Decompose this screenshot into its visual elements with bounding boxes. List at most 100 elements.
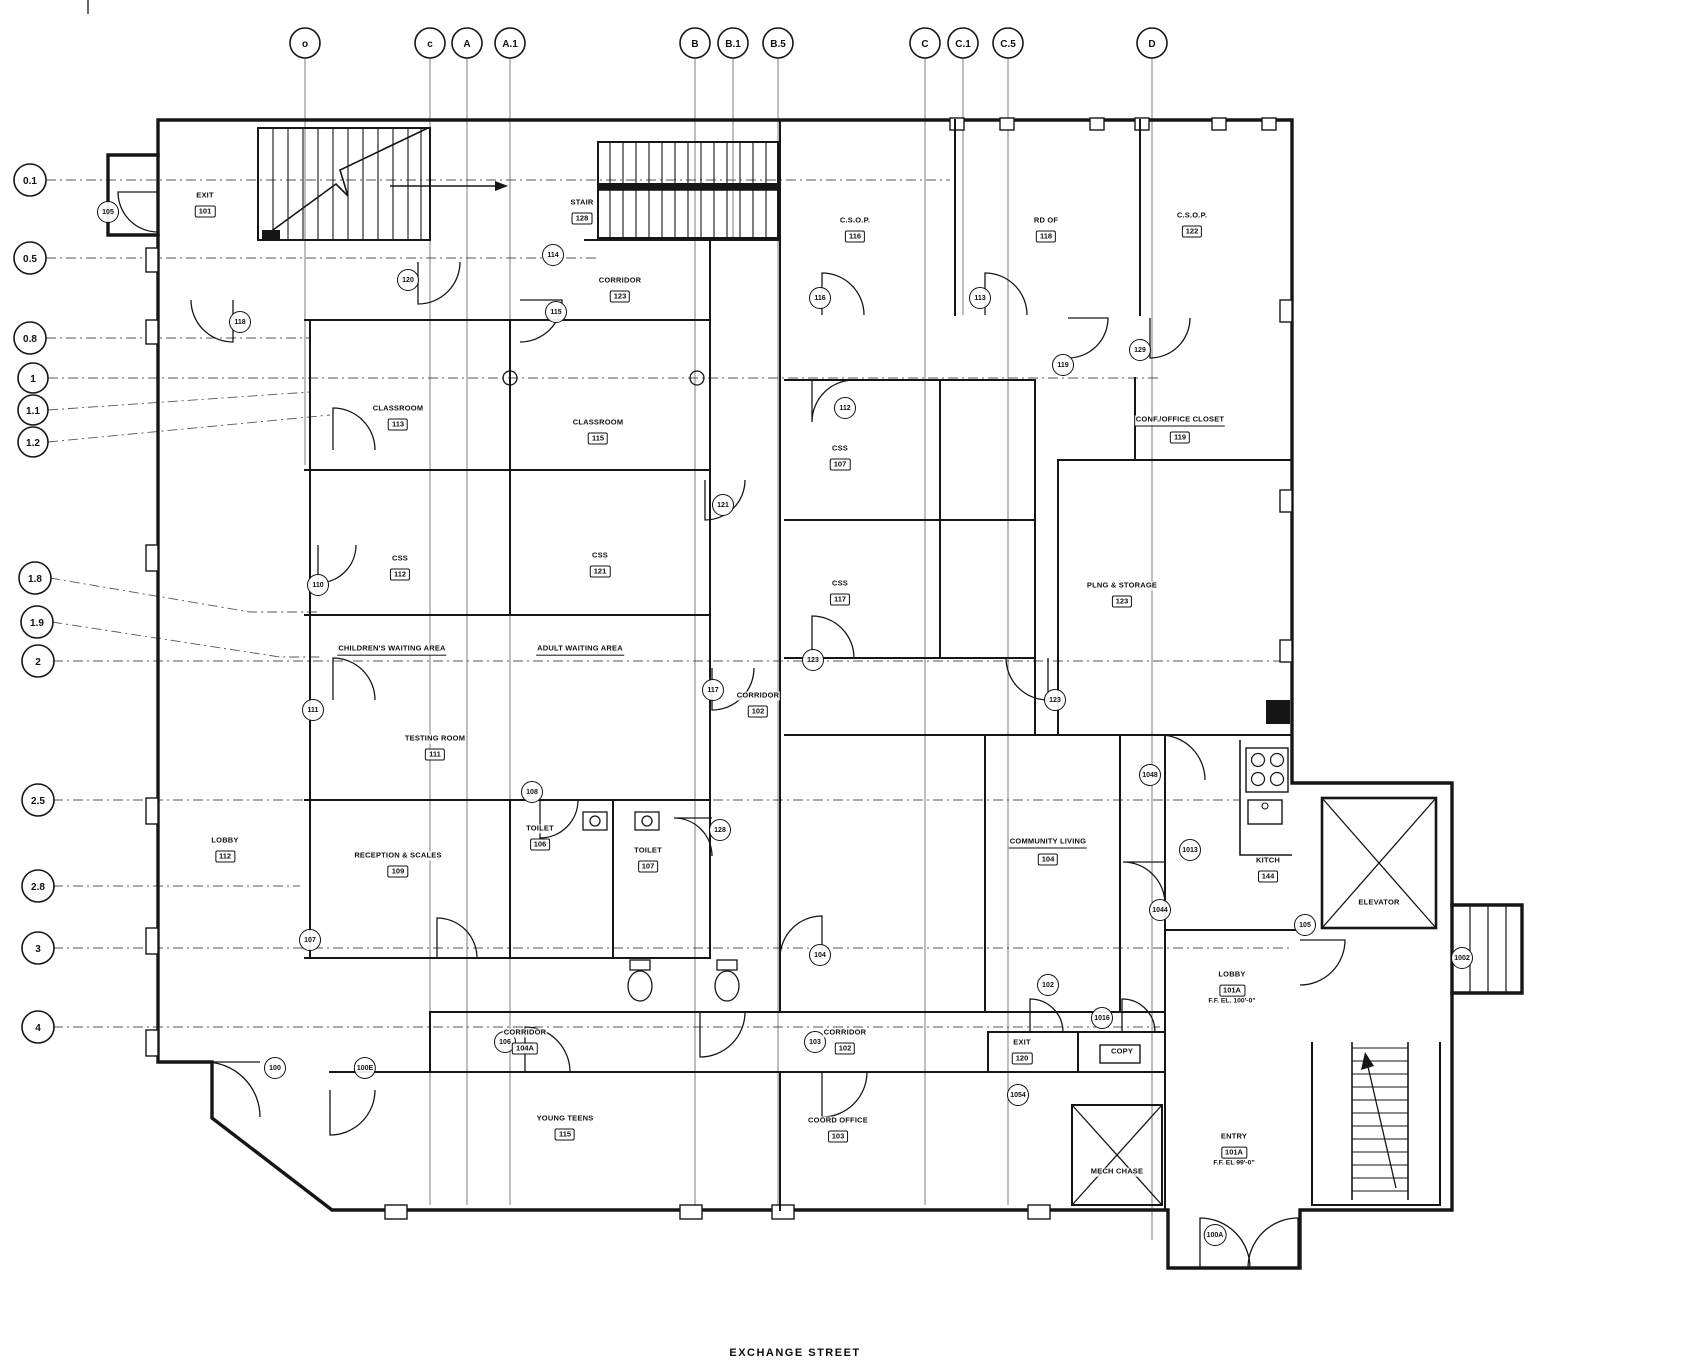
- room-name: RD OF: [1032, 215, 1060, 226]
- room-name: ADULT WAITING AREA: [536, 644, 624, 656]
- room-name: ENTRY: [1213, 1132, 1255, 1142]
- room-label: TESTING ROOM 111: [403, 733, 467, 761]
- door-tag-number: 128: [714, 826, 726, 834]
- door-tag: 111: [302, 699, 324, 721]
- door-tag-number: 123: [1049, 696, 1061, 704]
- room-label: MECH CHASE: [1089, 1167, 1145, 1177]
- room-label: EXIT 101: [194, 191, 216, 218]
- door-tag: 110: [307, 574, 329, 596]
- room-number-box: 121: [589, 565, 611, 578]
- grid-marker: c: [414, 27, 446, 59]
- interior-walls: [304, 119, 1301, 1211]
- grid-marker: C.1: [947, 27, 979, 59]
- room-number-box: 113: [387, 418, 409, 431]
- door-tag-number: 118: [234, 318, 246, 326]
- row-grid-lines: [46, 179, 1290, 1028]
- room-name: C.S.O.P.: [1175, 210, 1209, 221]
- room-label: YOUNG TEENS 115: [535, 1114, 595, 1141]
- grid-markers-top: o c A A.1 B B.1 B.5 C C.1 C.5 D: [289, 27, 1168, 59]
- door-tag: 120: [397, 269, 419, 291]
- door-tag-number: 115: [550, 308, 562, 316]
- door-tag-number: 120: [402, 276, 414, 284]
- svg-text:0.8: 0.8: [23, 334, 37, 345]
- wall-pilasters: [145, 117, 1293, 1220]
- grid-marker: A: [451, 27, 483, 59]
- door-tag-number: 102: [1042, 981, 1054, 989]
- svg-text:1: 1: [30, 374, 36, 385]
- room-number-box: 106: [529, 838, 551, 851]
- door-tag-number: 129: [1134, 346, 1146, 354]
- door-tag-number: 100: [269, 1064, 281, 1072]
- door-tag: 1016: [1091, 1007, 1113, 1029]
- room-number-box: 123: [609, 290, 631, 303]
- door-arcs: [117, 191, 1346, 1269]
- grid-marker: 2.5: [21, 783, 55, 817]
- room-number-box: 104A: [512, 1042, 538, 1055]
- grid-marker: 1.8: [18, 561, 52, 595]
- room-number-box: 104: [1037, 853, 1059, 866]
- room-note: F.F. EL 99'-0": [1213, 1159, 1255, 1168]
- stair-top-middle: [597, 141, 779, 239]
- grid-marker: 2.8: [21, 869, 55, 903]
- room-label: CSS 117: [829, 579, 851, 606]
- door-tag: 100A: [1203, 1224, 1227, 1246]
- room-number-box: 101: [194, 205, 216, 218]
- svg-text:C.1: C.1: [955, 39, 971, 50]
- elevator-shaft: [1320, 796, 1438, 930]
- svg-text:0.5: 0.5: [23, 254, 37, 265]
- room-name: CSS: [829, 444, 851, 454]
- stair-bottom-right: [1311, 1042, 1441, 1206]
- room-label: LOBBY 112: [210, 836, 240, 863]
- room-name: TESTING ROOM: [403, 733, 467, 744]
- svg-text:1.8: 1.8: [28, 574, 42, 585]
- room-label: ENTRY 101A F.F. EL 99'-0": [1213, 1132, 1255, 1168]
- door-tag: 1013: [1179, 839, 1201, 861]
- door-tag-number: 119: [1057, 361, 1069, 369]
- grid-marker: A.1: [494, 27, 526, 59]
- door-tag-number: 105: [102, 208, 114, 216]
- door-tag: 1002: [1451, 947, 1473, 969]
- room-label: COORD OFFICE 103: [807, 1116, 869, 1143]
- toilet-fixtures: [582, 811, 740, 1002]
- exterior-walls: [106, 118, 1524, 1270]
- room-number-box: 112: [214, 850, 236, 863]
- door-tag-number: 110: [312, 581, 324, 589]
- door-tag-number: 1002: [1454, 954, 1470, 962]
- door-tag-number: 100A: [1206, 1231, 1224, 1239]
- room-label: CORRIDOR 104A: [502, 1028, 548, 1055]
- room-number-box: 101A: [1219, 984, 1245, 997]
- grid-marker: 1.1: [17, 394, 49, 426]
- door-tag: 116: [809, 287, 831, 309]
- grid-markers-left: 0.1 0.5 0.8 1 1.1 1.2 1.8 1.9 2 2.5 2.8 …: [13, 163, 55, 1044]
- room-label: ELEVATOR: [1357, 897, 1401, 908]
- door-tag-number: 1048: [1142, 771, 1158, 779]
- room-name: CONF./OFFICE CLOSET: [1134, 415, 1226, 427]
- room-label: EXIT 120: [1011, 1038, 1033, 1065]
- door-tag-number: 121: [717, 501, 729, 509]
- svg-text:2.8: 2.8: [31, 882, 45, 893]
- svg-text:0.1: 0.1: [23, 176, 37, 187]
- grid-marker: C: [909, 27, 941, 59]
- room-name: CORRIDOR: [597, 275, 643, 286]
- svg-text:B.1: B.1: [725, 39, 741, 50]
- room-name: ELEVATOR: [1357, 897, 1401, 908]
- grid-marker: 0.8: [13, 321, 47, 355]
- svg-text:B: B: [691, 39, 698, 50]
- grid-marker: B.5: [762, 27, 794, 59]
- room-number-box: 102: [747, 705, 769, 718]
- stair-top-left: [257, 127, 508, 241]
- room-number-box: 144: [1257, 870, 1279, 883]
- door-tag-number: 113: [974, 294, 986, 302]
- grid-marker: B.1: [717, 27, 749, 59]
- room-number-box: 115: [554, 1128, 576, 1141]
- door-tag-number: 106: [499, 1038, 511, 1046]
- exterior-landing-steps: [1469, 905, 1507, 993]
- door-tag: 1054: [1007, 1084, 1029, 1106]
- door-tag-number: 103: [809, 1038, 821, 1046]
- room-name: COPY: [1109, 1046, 1135, 1057]
- room-number-box: 107: [637, 860, 659, 873]
- door-tag-number: 112: [839, 404, 851, 412]
- grid-marker: 1.2: [17, 426, 49, 458]
- svg-text:C.5: C.5: [1000, 39, 1016, 50]
